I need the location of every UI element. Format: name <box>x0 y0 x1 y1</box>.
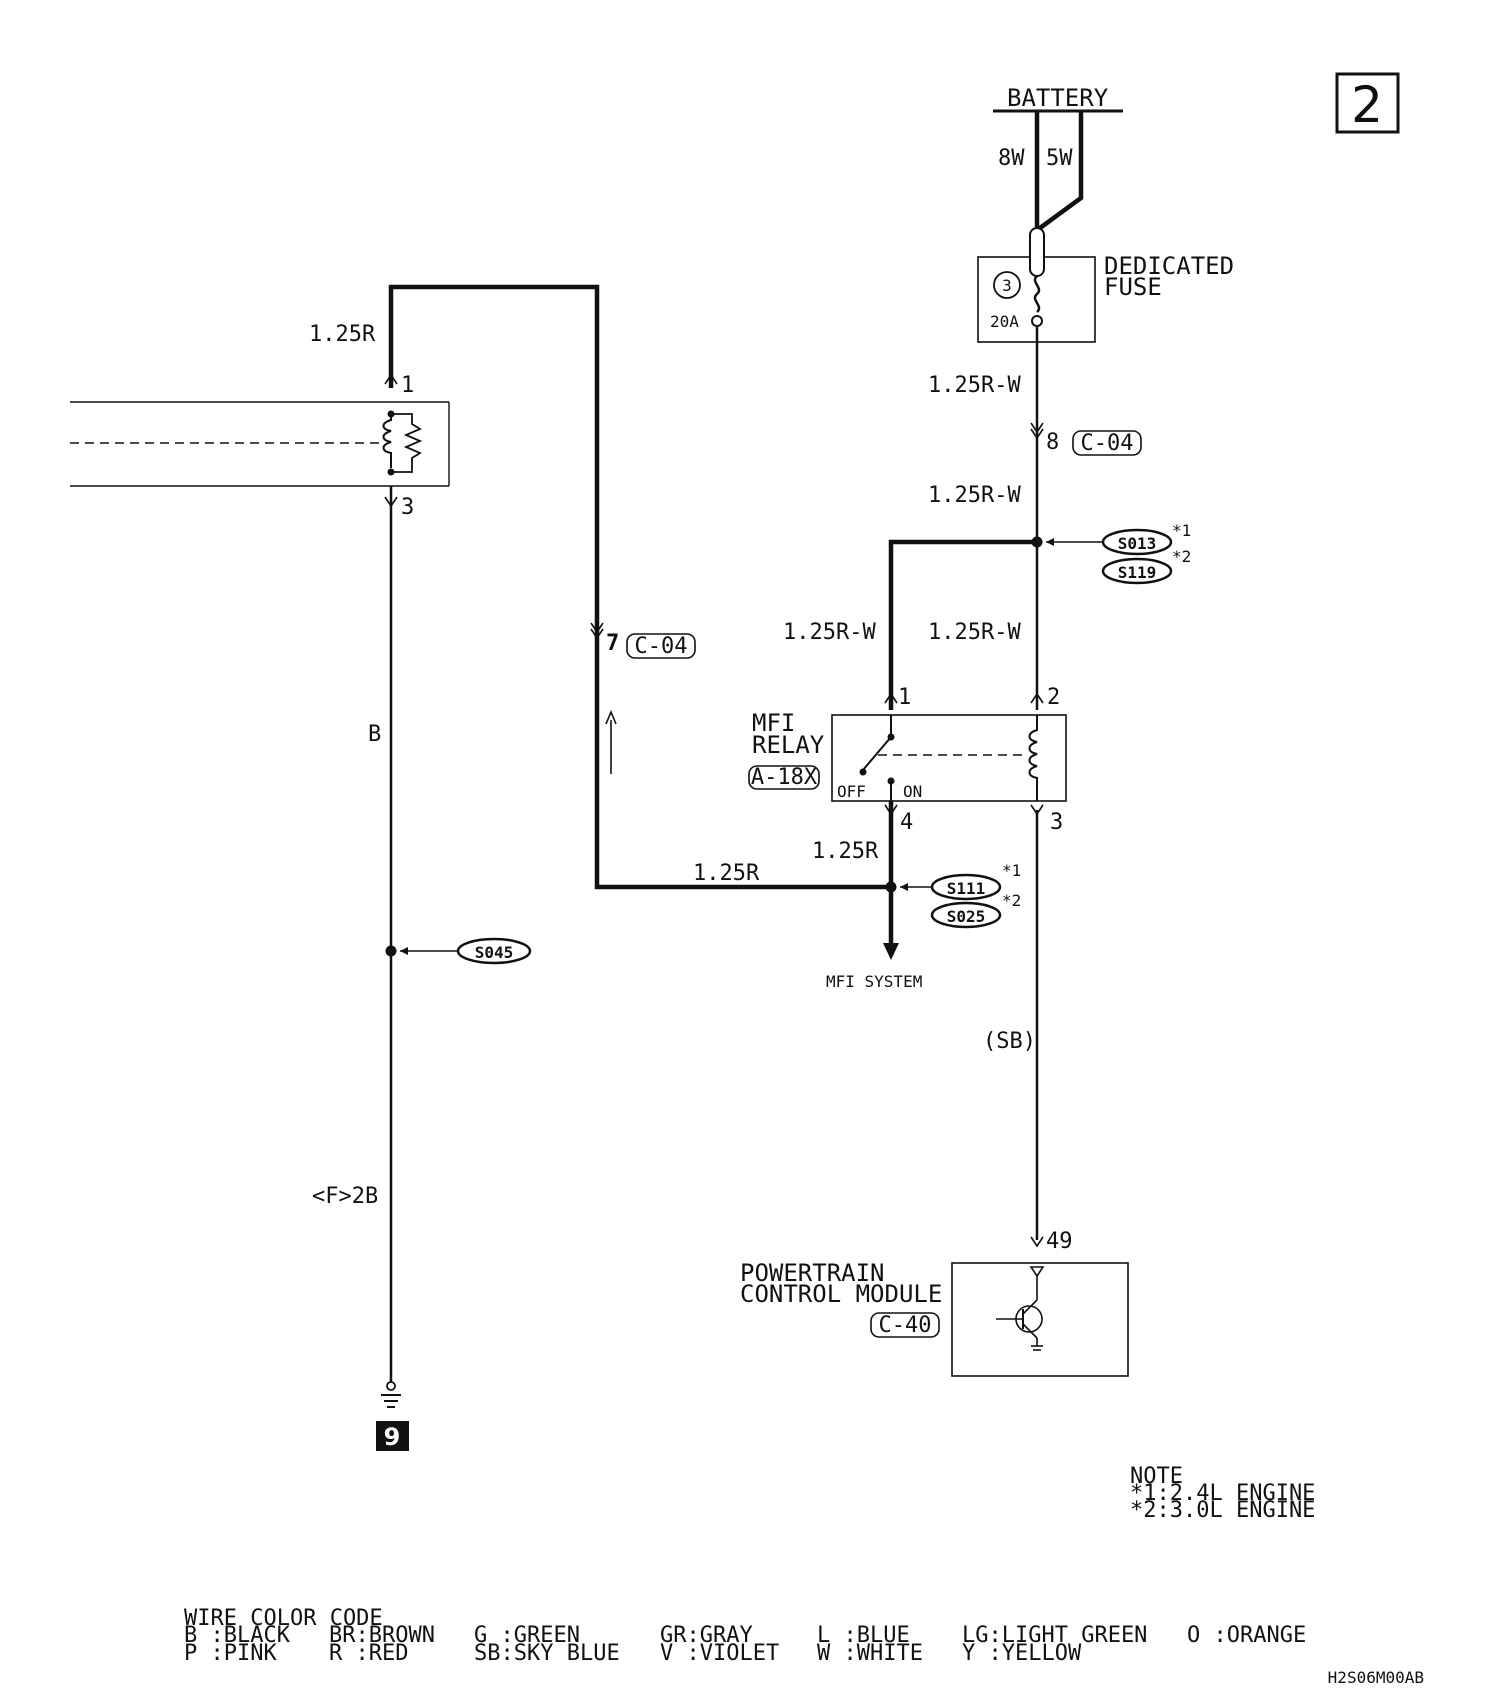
wire-label-relay-pin2: 1.25R-W <box>928 620 1021 645</box>
relay-output-wire: 1.25R MFI SYSTEM <box>812 801 922 991</box>
relay-connector: A-18X <box>751 765 818 790</box>
c04-left-connector: C-04 <box>635 634 688 659</box>
color-code-orange: O :ORANGE <box>1187 1623 1306 1648</box>
relay-feed-wires: 1.25R-W 1.25R-W 1 2 <box>783 539 1060 710</box>
note-title: NOTE <box>1130 1464 1183 1489</box>
pcm-pin: 49 <box>1046 1229 1073 1254</box>
splice-s025-note: *2 <box>1002 891 1021 910</box>
pcm-title-line1: POWERTRAIN <box>740 1259 885 1287</box>
splice-s025: S025 <box>947 907 986 926</box>
splice-s013-s119: S013 *1 S119 *2 <box>1046 521 1191 585</box>
splice-s013-note: *1 <box>1172 521 1191 540</box>
fuse-title-line2: FUSE <box>1104 273 1162 301</box>
splice-s013: S013 <box>1118 534 1157 553</box>
color-code-violet: V :VIOLET <box>660 1641 779 1666</box>
wire-label-mfi-branch: 1.25R <box>693 861 760 886</box>
engine-note: NOTE *1:2.4L ENGINE *2:3.0L ENGINE <box>1130 1464 1315 1523</box>
pcm-title-line2: CONTROL MODULE <box>740 1280 942 1308</box>
relay-pin-1: 1 <box>898 685 911 710</box>
color-code-green: G :GREEN <box>474 1623 580 1648</box>
splice-s111-note: *1 <box>1002 861 1021 880</box>
color-code-sky-blue: SB:SKY BLUE <box>474 1641 620 1666</box>
left-component: 1 3 <box>70 373 450 520</box>
wire-label-c04-splice: 1.25R-W <box>928 483 1021 508</box>
relay-on-label: ON <box>903 782 922 801</box>
relay-pin-4: 4 <box>900 810 913 835</box>
powertrain-control-module: 49 POWERTRAIN CONTROL MODULE C-40 (SB) <box>740 1029 1129 1377</box>
fuse-number: 3 <box>1002 276 1012 295</box>
splice-s111-s025: S111 *1 S025 *2 <box>900 861 1021 929</box>
relay-title-line2: RELAY <box>752 731 825 759</box>
wire-color-code-title: WIRE COLOR CODE <box>184 1606 383 1631</box>
battery-label: BATTERY <box>1007 84 1109 112</box>
page-number-box: 2 <box>1335 72 1400 134</box>
color-code-red: R :RED <box>329 1641 408 1666</box>
c04-left-pin: 7 <box>606 631 619 656</box>
relay-pin-3: 3 <box>1050 810 1063 835</box>
splice-s119: S119 <box>1118 563 1157 582</box>
figure-code: H2S06M00AB <box>1328 1668 1424 1687</box>
battery-wire-8w: 8W <box>998 146 1025 171</box>
battery: BATTERY 8W 5W <box>993 84 1123 230</box>
c04-top-pin: 8 <box>1046 430 1059 455</box>
left-ground-wire: B S045 <F>2B 9 <box>312 486 532 1451</box>
right-main-wire: 1.25R-W 8 C-04 1.25R-W <box>928 326 1142 1240</box>
left-component-pin-1: 1 <box>401 373 414 398</box>
dedicated-fuse: 3 20A DEDICATED FUSE <box>977 227 1234 343</box>
c04-top-connector: C-04 <box>1081 431 1134 456</box>
battery-wire-5w: 5W <box>1046 146 1073 171</box>
color-code-white: W :WHITE <box>817 1641 923 1666</box>
wire-label-left-bottom: <F>2B <box>312 1184 378 1209</box>
splice-s119-note: *2 <box>1172 547 1191 566</box>
pcm-connector: C-40 <box>879 1313 932 1338</box>
color-code-yellow: Y :YELLOW <box>962 1641 1082 1666</box>
color-code-pink: P :PINK <box>184 1641 277 1666</box>
color-code-blue: L :BLUE <box>817 1623 910 1648</box>
wire-label-relay-pin1: 1.25R-W <box>783 620 876 645</box>
splice-s045: S045 <box>475 943 514 962</box>
relay-title-line1: MFI <box>752 709 795 737</box>
wire-label-left-top: 1.25R <box>309 322 376 347</box>
color-code-gray: GR:GRAY <box>660 1623 753 1648</box>
left-component-pin-3: 3 <box>401 495 414 520</box>
relay-pin-2: 2 <box>1047 685 1060 710</box>
wire-label-pcm-feed: (SB) <box>983 1029 1036 1054</box>
color-code-light-green: LG:LIGHT GREEN <box>962 1623 1147 1648</box>
mfi-branch-wire: 1.25R 1.25R 7 C-04 <box>309 284 891 890</box>
fuse-rating: 20A <box>990 312 1019 331</box>
note-line1: *1:2.4L ENGINE <box>1130 1481 1315 1506</box>
mfi-system-label: MFI SYSTEM <box>826 972 922 991</box>
fuse-title-line1: DEDICATED <box>1104 252 1234 280</box>
wire-label-fuse-c04: 1.25R-W <box>928 373 1021 398</box>
wire-color-code: WIRE COLOR CODE B :BLACK BR:BROWN G :GRE… <box>184 1606 1306 1666</box>
ground-number: 9 <box>384 1423 401 1451</box>
mfi-relay: OFF ON MFI RELAY A-18X 4 3 <box>748 709 1067 835</box>
relay-off-label: OFF <box>837 782 866 801</box>
splice-s111: S111 <box>947 879 986 898</box>
color-code-black: B :BLACK <box>184 1623 291 1648</box>
wire-label-left-black: B <box>368 722 381 747</box>
note-line2: *2:3.0L ENGINE <box>1130 1498 1315 1523</box>
wire-label-relay-out: 1.25R <box>812 839 879 864</box>
color-code-brown: BR:BROWN <box>329 1623 435 1648</box>
page-number: 2 <box>1351 76 1383 134</box>
